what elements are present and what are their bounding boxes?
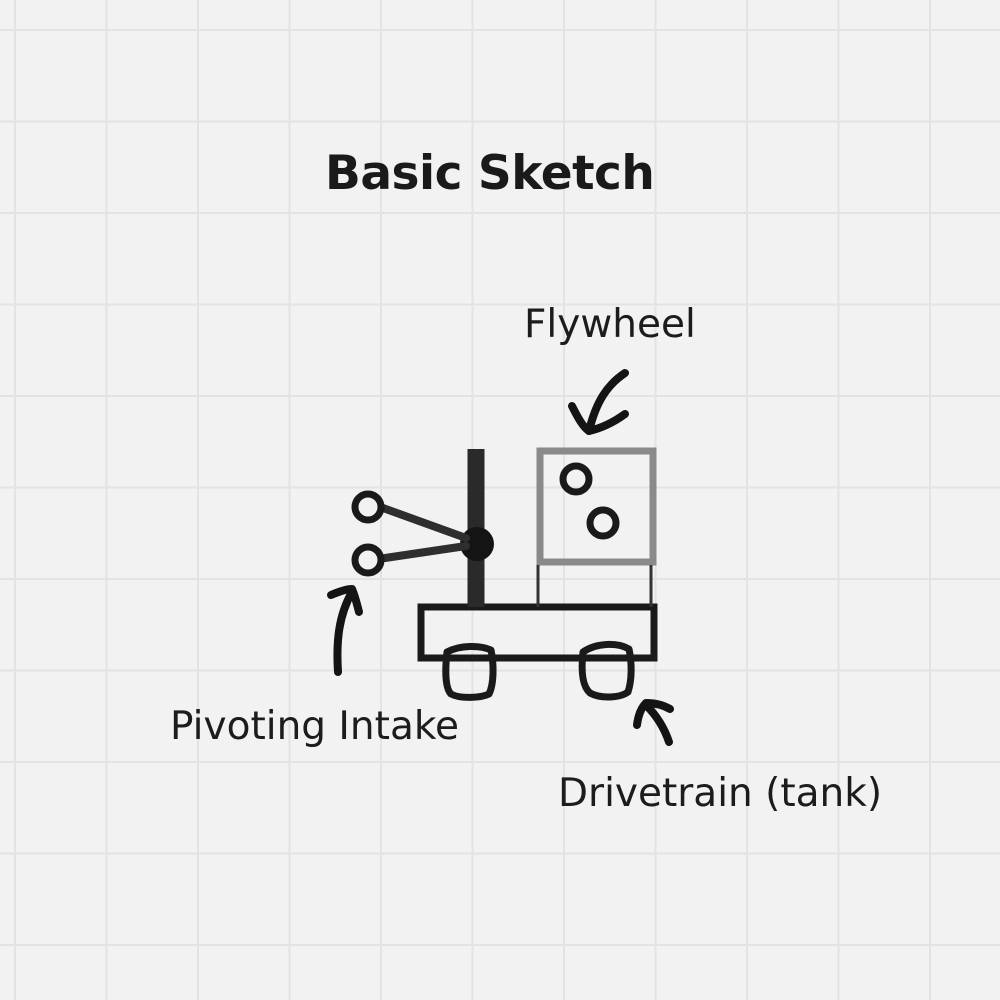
intake-arm-lower xyxy=(381,542,470,562)
arrow-to-drivetrain xyxy=(633,699,674,746)
left-wheel xyxy=(442,643,497,701)
diagram-title: Basic Sketch xyxy=(325,146,655,201)
arrow-to-intake xyxy=(327,585,363,676)
intake-roller-upper xyxy=(351,490,385,524)
intake-label: Pivoting Intake xyxy=(170,704,460,749)
drivetrain-label: Drivetrain (tank) xyxy=(558,771,883,816)
flywheel-label: Flywheel xyxy=(524,302,696,347)
intake-arm-upper xyxy=(379,504,470,542)
flywheel-ball-upper xyxy=(559,462,593,496)
intake-roller-lower xyxy=(351,543,385,577)
flywheel-ball-lower xyxy=(586,506,620,540)
right-wheel xyxy=(578,641,635,701)
arrow-to-flywheel xyxy=(568,369,629,435)
flywheel-box xyxy=(536,447,657,566)
